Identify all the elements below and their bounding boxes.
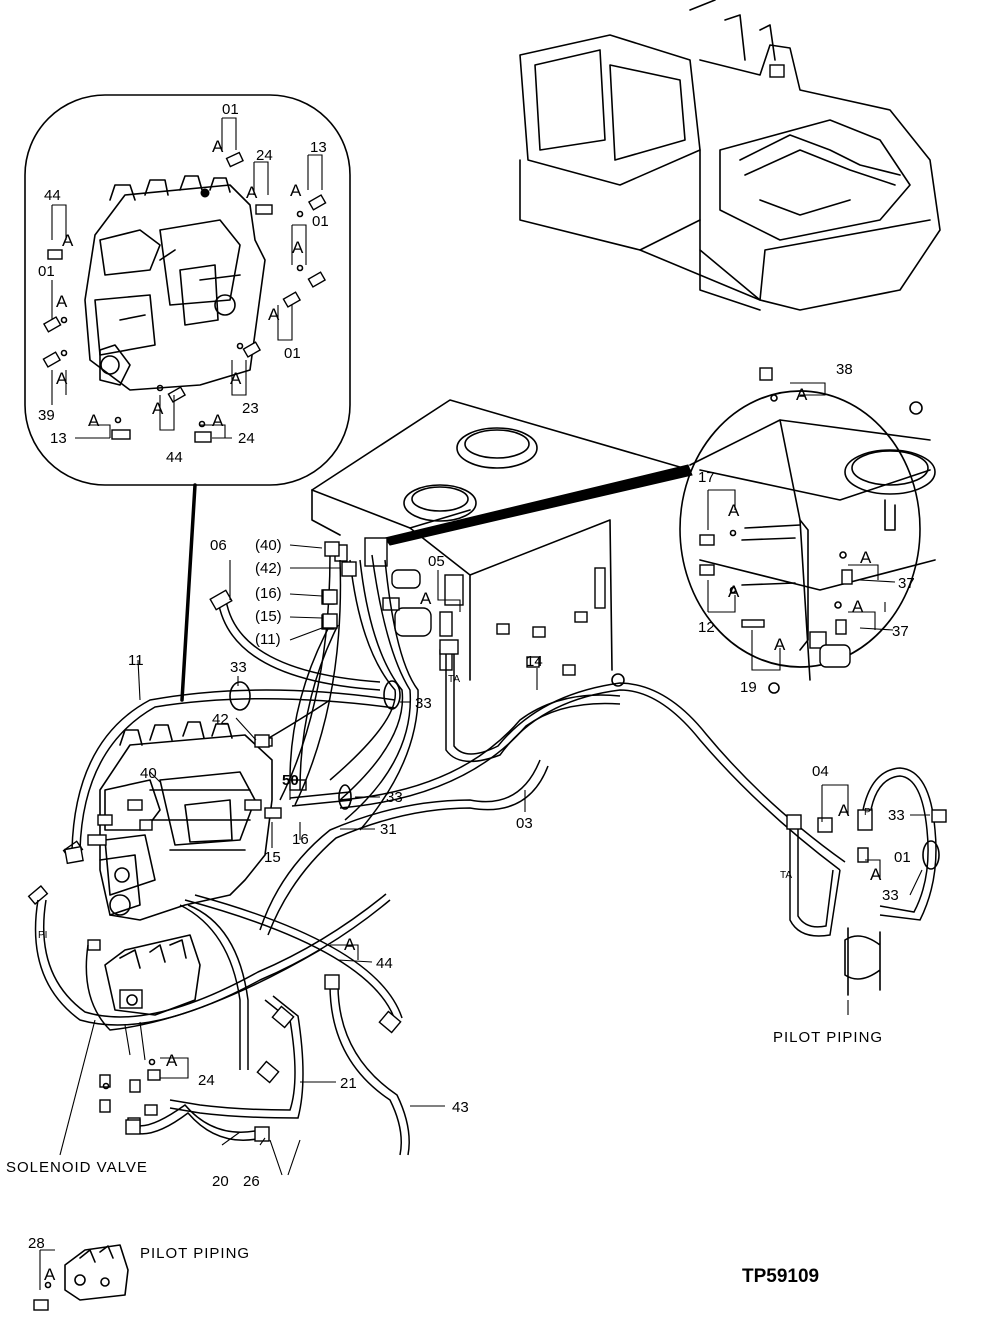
mark-a: A [870,865,882,884]
callout-06: 06 [210,537,227,554]
callout-40-ref: (40) [255,537,282,554]
callout-43: 43 [452,1099,469,1116]
callout-01e: 01 [894,849,911,866]
tank-port-detail-balloon [679,367,936,694]
callout-17: 17 [698,469,715,486]
mark-a: A [344,935,356,954]
callout-16-ref: (16) [255,585,282,602]
callout-21: 21 [340,1075,357,1092]
callout-42: 42 [212,711,229,728]
mark-a: A [292,238,304,257]
callout-05: 05 [428,553,445,570]
callout-01c: 01 [38,263,55,280]
callout-33e: 33 [882,887,899,904]
mark-a: A [230,369,242,388]
callout-42-ref: (42) [255,560,282,577]
mark-a: A [852,597,864,616]
callout-03: 03 [516,815,533,832]
mark-a: A [774,635,786,654]
hydraulic-tank [311,399,691,687]
callout-50: 50 [282,772,299,789]
port-marks: A A A A A A A A A A A A A A A A A A A A … [38,137,882,1284]
control-valve-detail-balloon [24,94,351,486]
solenoid-valve [87,934,201,1129]
callout-28: 28 [28,1235,45,1252]
mark-a: A [420,589,432,608]
callout-15: 15 [264,849,281,866]
mark-pi: PI [864,807,873,818]
leader-lines [59,544,930,1176]
mark-a: A [44,1265,56,1284]
callout-01b: 01 [312,213,329,230]
mark-a: A [728,582,740,601]
callout-16: 16 [292,831,309,848]
mark-a: A [290,181,302,200]
mark-a: A [860,548,872,567]
callout-labels: 01 24 13 44 01 01 01 39 23 13 44 24 38 1… [28,101,915,1252]
callout-33a: 33 [230,659,247,676]
balloon-pointer [180,483,197,702]
mark-a: A [56,292,68,311]
callout-01a: 01 [222,101,239,118]
mark-a: A [62,231,74,250]
main-control-valve [27,721,307,921]
callout-04: 04 [812,763,829,780]
mark-a: A [728,501,740,520]
callout-24c: 24 [198,1072,215,1089]
callout-39: 39 [38,407,55,424]
callout-44a: 44 [44,187,61,204]
mark-ta: TA [780,870,792,881]
pilot-piping-inset [33,1244,129,1311]
callout-26: 26 [243,1173,260,1190]
balloon-pointer-right [384,464,693,546]
mark-a: A [838,801,850,820]
callout-19: 19 [740,679,757,696]
callout-37b: 37 [892,623,909,640]
mark-pi: PI [38,930,47,941]
callout-24b: 24 [238,430,255,447]
callout-33d: 33 [888,807,905,824]
mark-a: A [88,411,100,430]
callout-37a: 37 [898,575,915,592]
mark-a: A [246,183,258,202]
mark-a: A [212,411,224,430]
mark-a: A [56,369,68,388]
callout-33b: 33 [415,695,432,712]
callout-24a: 24 [256,147,273,164]
callout-31: 31 [380,821,397,838]
callout-01d: 01 [284,345,301,362]
mark-a: A [166,1051,178,1070]
callout-20: 20 [212,1173,229,1190]
callout-15-ref: (15) [255,608,282,625]
callout-44c: 44 [376,955,393,972]
callout-12: 12 [698,619,715,636]
mark-a: A [212,137,224,156]
callout-40: 40 [140,765,157,782]
callout-14: 14 [526,653,543,670]
callout-33c: 33 [386,789,403,806]
solenoid-valve-caption: SOLENOID VALVE [6,1159,148,1176]
figure-code: TP59109 [742,1266,819,1287]
mark-a: A [152,399,164,418]
mark-a: A [268,305,280,324]
excavator-overview [519,0,941,311]
mark-a: A [796,385,808,404]
callout-11-ref: (11) [255,631,281,648]
hose-routing [34,541,947,1156]
callout-38: 38 [836,361,853,378]
mark-ta: TA [448,674,460,685]
callout-11: 11 [128,652,144,669]
callout-44b: 44 [166,449,183,466]
callout-13a: 13 [310,139,327,156]
callout-23: 23 [242,400,259,417]
callout-13b: 13 [50,430,67,447]
pilot-piping-caption-right: PILOT PIPING [773,1029,883,1046]
pilot-piping-caption-bottom: PILOT PIPING [140,1245,250,1262]
